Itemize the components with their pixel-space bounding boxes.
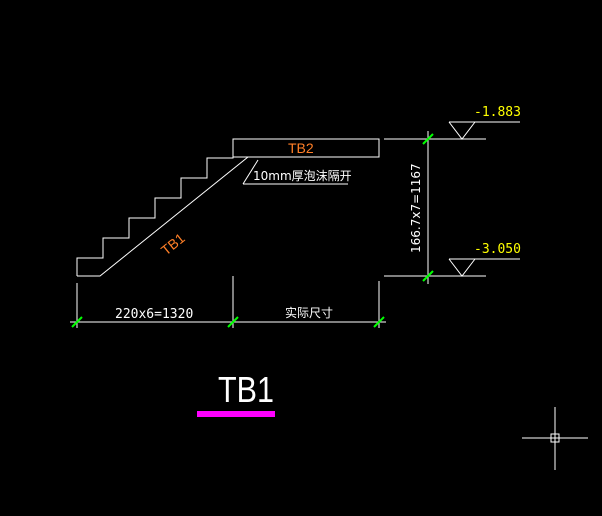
gap-note: 10mm厚泡沫隔开	[253, 169, 352, 183]
stair-steps	[76, 139, 234, 276]
horizontal-dim-right-text: 实际尺寸	[285, 305, 333, 320]
level-top-text: -1.883	[474, 105, 521, 120]
vdim-tick-top	[422, 133, 434, 145]
hdim-tick-mid	[227, 316, 239, 328]
level-marker-bottom: -3.050	[448, 242, 521, 277]
level-bottom-text: -3.050	[474, 242, 521, 257]
vdim-tick-bottom	[422, 270, 434, 282]
horizontal-dim-left-text: 220x6=1320	[115, 307, 193, 322]
drawing-title: TB1	[218, 369, 274, 410]
gap-leader-pointer	[242, 159, 259, 185]
hdim-tick-right	[373, 316, 385, 328]
tb1-flight-label: TB1	[158, 230, 188, 259]
stair-soffit	[77, 156, 262, 277]
title-underline	[197, 411, 275, 417]
vertical-dimension-text: 166.7x7=1167	[409, 163, 423, 253]
level-marker-top: -1.883	[448, 105, 521, 140]
crosshair-icon	[522, 407, 588, 470]
tb2-label: TB2	[288, 140, 314, 156]
hdim-tick-left	[71, 316, 83, 328]
